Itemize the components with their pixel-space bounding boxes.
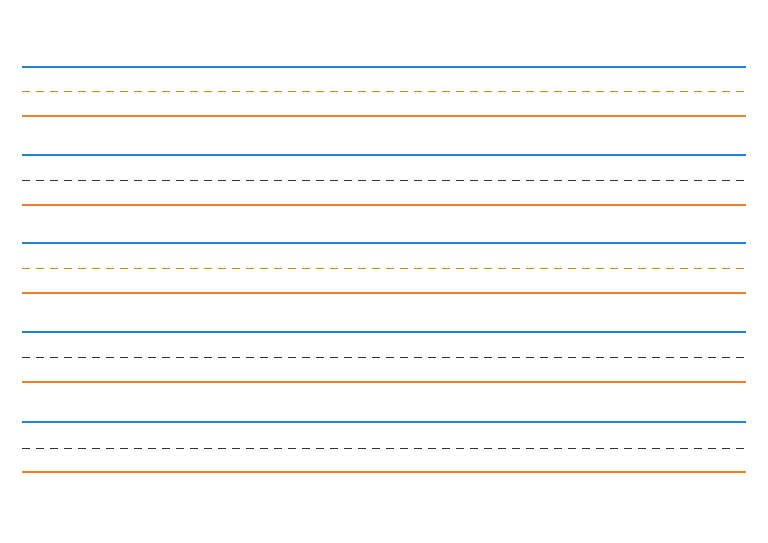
row-2-top-line bbox=[22, 154, 746, 156]
row-4-top-line bbox=[22, 331, 746, 333]
row-5-midline bbox=[22, 448, 746, 449]
row-3-baseline bbox=[22, 292, 746, 294]
row-3-midline bbox=[22, 268, 746, 269]
row-3-top-line bbox=[22, 242, 746, 244]
row-1-midline bbox=[22, 91, 746, 92]
row-2-midline bbox=[22, 180, 746, 181]
row-5-top-line bbox=[22, 421, 746, 423]
row-4-baseline bbox=[22, 381, 746, 383]
row-4-midline bbox=[22, 357, 746, 358]
row-2-baseline bbox=[22, 204, 746, 206]
row-5-baseline bbox=[22, 471, 746, 473]
row-1-top-line bbox=[22, 66, 746, 68]
row-1-baseline bbox=[22, 115, 746, 117]
